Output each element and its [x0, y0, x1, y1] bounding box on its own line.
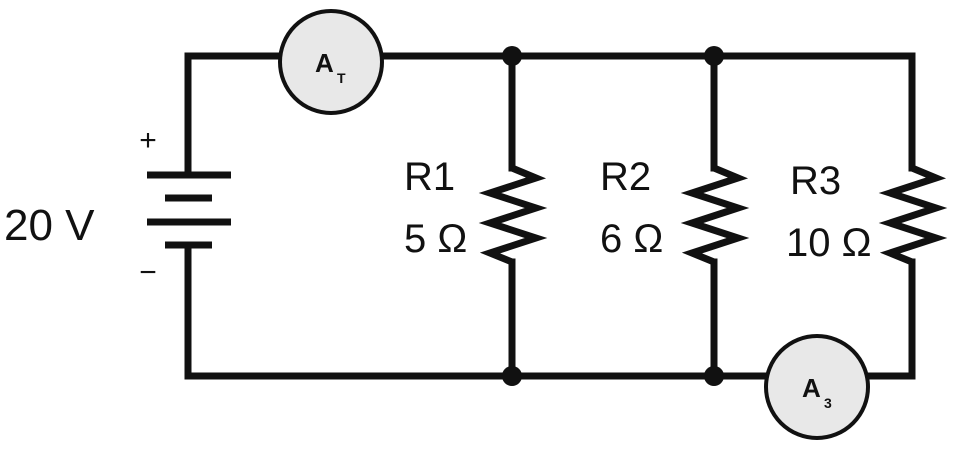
r3-name-label: R3 — [790, 159, 841, 203]
ammeter-r3-letter: A — [802, 373, 821, 403]
ammeter-total: A T — [278, 9, 384, 115]
junction-node-bottom-r1 — [502, 366, 522, 386]
battery-plus-sign: + — [139, 124, 157, 157]
ammeter-r3-subscript: 3 — [824, 395, 832, 411]
r1-value-label: 5 Ω — [404, 217, 467, 261]
ammeter-total-circle — [278, 9, 384, 115]
ammeter-total-letter: A — [315, 48, 334, 78]
junction-node-top-r2 — [704, 46, 724, 66]
ammeter-total-subscript: T — [337, 70, 346, 86]
battery-symbol — [147, 171, 231, 249]
ammeter-r3-circle — [764, 334, 870, 440]
r2-name-label: R2 — [600, 155, 651, 199]
junction-node-bottom-r2 — [704, 366, 724, 386]
source-voltage-label: 20 V — [4, 201, 95, 250]
r2-value-label: 6 Ω — [600, 217, 663, 261]
r1-name-label: R1 — [404, 155, 455, 199]
r3-value-label: 10 Ω — [786, 221, 872, 265]
r3-resistor-symbol — [878, 164, 948, 266]
ammeter-r3: A 3 — [764, 334, 870, 440]
r1-resistor-symbol — [478, 164, 548, 266]
r2-resistor-symbol — [680, 164, 750, 266]
battery-minus-sign: − — [139, 256, 157, 289]
junction-node-top-r1 — [502, 46, 522, 66]
